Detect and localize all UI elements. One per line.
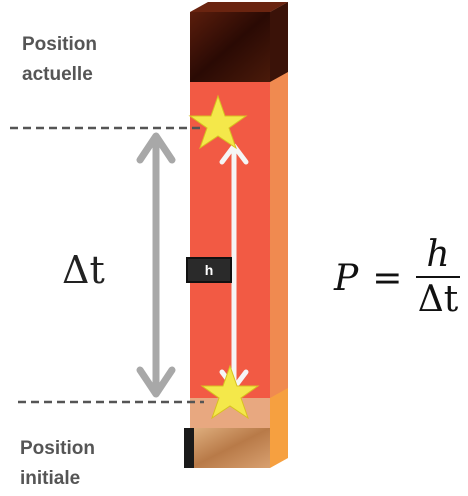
star-initial-icon: [200, 364, 260, 420]
formula-equals: =: [372, 257, 403, 299]
delta-t-label: Δt: [62, 248, 105, 292]
initial-position-label-line1: Position: [20, 438, 95, 459]
initial-position-label: Position initiale: [20, 434, 180, 494]
formula-denominator: Δt: [417, 279, 459, 320]
current-position-label-line2: actuelle: [22, 64, 93, 85]
star-current-icon: [188, 94, 248, 150]
formula-fraction: h Δt: [416, 234, 460, 322]
bottom-rock-base: [190, 428, 270, 468]
dark-top-layer-side: [270, 2, 288, 82]
bottom-side-face: [270, 388, 288, 468]
fraction-bar: [416, 276, 460, 278]
current-position-label: Position actuelle: [22, 30, 182, 90]
column-top-cap: [190, 2, 288, 12]
rate-formula: P = h Δt: [334, 228, 460, 328]
height-badge: h: [186, 257, 232, 283]
formula-numerator: h: [426, 234, 450, 275]
column-side-face: [270, 2, 288, 410]
delta-t-double-arrow: [136, 132, 176, 398]
initial-position-label-line2: initiale: [20, 468, 81, 489]
formula-lhs: P: [334, 257, 359, 299]
current-position-label-line1: Position: [22, 34, 97, 55]
dark-top-layer: [190, 12, 270, 82]
bottom-dark-strip: [184, 428, 194, 468]
